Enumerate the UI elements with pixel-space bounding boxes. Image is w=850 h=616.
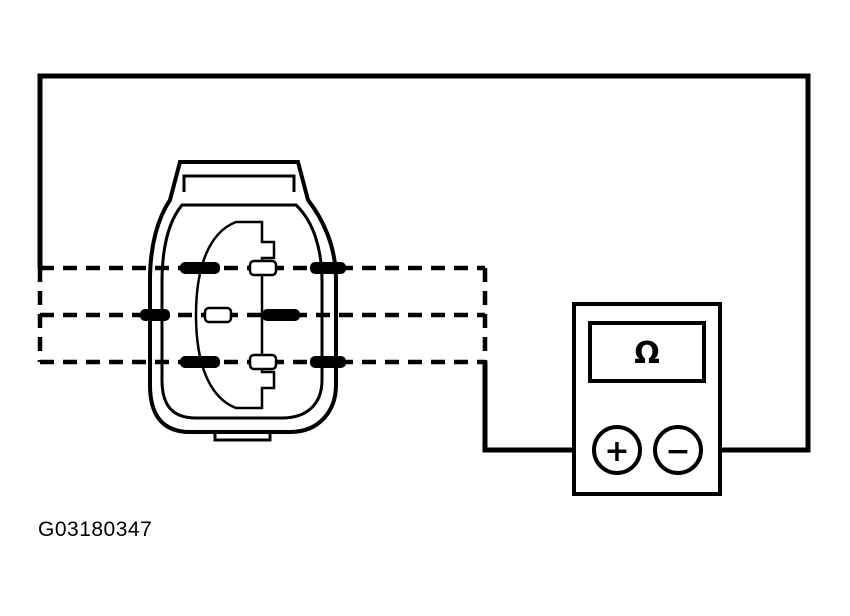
connector-terminals bbox=[140, 259, 346, 371]
terminal-pin bbox=[248, 353, 278, 371]
negative-terminal-jack bbox=[653, 425, 703, 475]
positive-terminal-jack bbox=[592, 425, 642, 475]
connector-latch bbox=[182, 174, 296, 192]
figure-id-label: G03180347 bbox=[38, 518, 153, 541]
electrical-connector bbox=[148, 160, 338, 442]
wiring-harness bbox=[37, 265, 488, 365]
negative-terminal-sign: − bbox=[665, 434, 690, 469]
meter-display bbox=[588, 321, 706, 383]
terminal-pin bbox=[248, 259, 278, 277]
connector-inner-seal bbox=[160, 203, 324, 420]
terminal-pin bbox=[140, 309, 170, 321]
ohmmeter: Ω + − bbox=[572, 302, 722, 496]
connector-outer-shell bbox=[148, 160, 338, 434]
connector-bottom-rib bbox=[213, 432, 272, 442]
terminal-pin bbox=[180, 356, 220, 368]
terminal-pin bbox=[203, 306, 233, 324]
test-lead-positive bbox=[482, 362, 596, 453]
terminal-pin bbox=[262, 309, 300, 321]
terminal-pin bbox=[310, 262, 346, 274]
ohm-symbol: Ω bbox=[634, 336, 660, 371]
terminal-pin bbox=[180, 262, 220, 274]
test-lead-negative bbox=[37, 73, 811, 453]
positive-terminal-sign: + bbox=[604, 434, 629, 469]
terminal-pin bbox=[310, 356, 346, 368]
